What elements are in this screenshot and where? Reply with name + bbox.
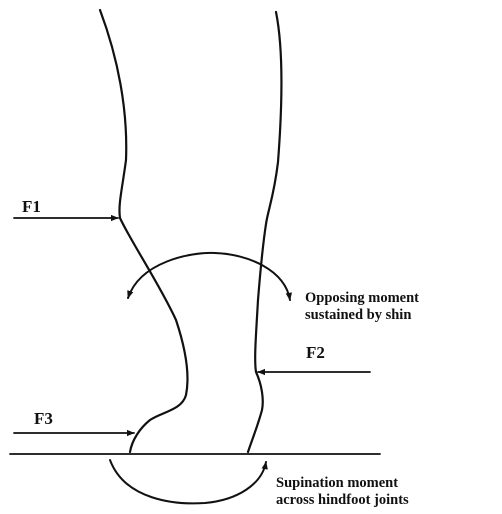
leg-outline-posterior bbox=[100, 10, 188, 452]
shin-moment-label-line1: Opposing moment bbox=[305, 290, 419, 306]
f1-label: F1 bbox=[22, 197, 41, 216]
hindfoot-moment-label-line2: across hindfoot joints bbox=[276, 492, 409, 508]
shin-moment-label-line2: sustained by shin bbox=[305, 307, 411, 323]
f2-label: F2 bbox=[306, 343, 325, 362]
f3-label: F3 bbox=[34, 409, 53, 428]
hindfoot-moment-label-line1: Supination moment bbox=[276, 475, 398, 491]
leg-outline-anterior bbox=[248, 12, 282, 452]
hindfoot-moment-arrow bbox=[110, 460, 266, 503]
